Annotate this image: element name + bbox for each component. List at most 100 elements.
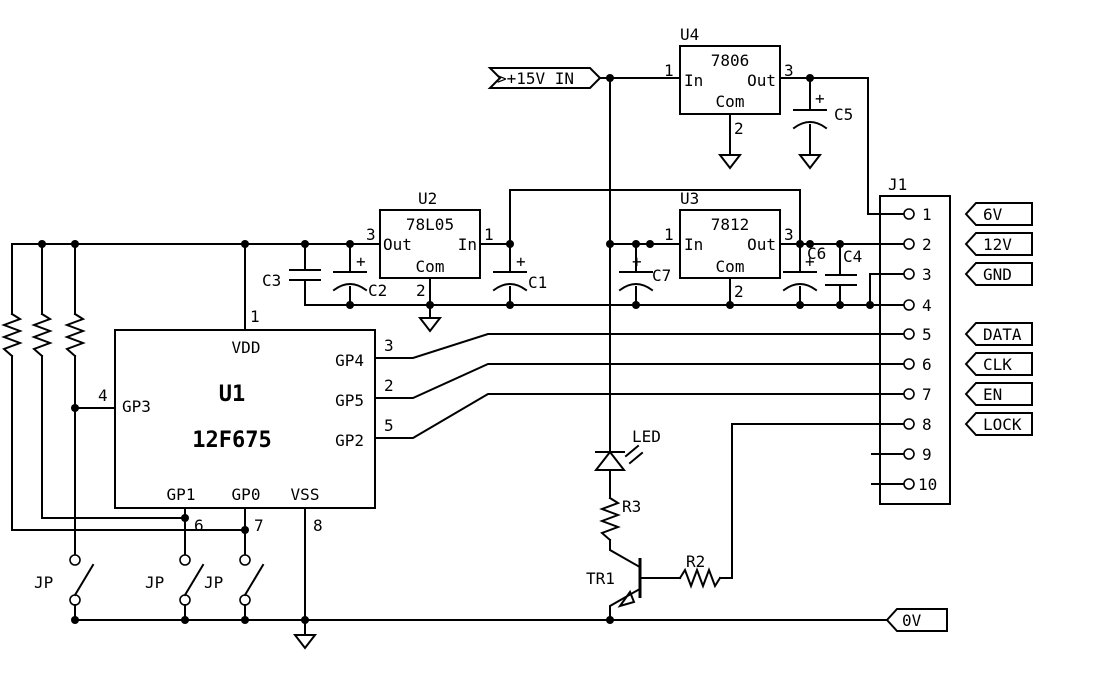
port-12v-label: 12V [983,235,1012,254]
c1-plus: + [516,252,526,271]
u1-pin-gp5: 2 [384,376,394,395]
j1-pin-number: 10 [918,475,937,494]
jumper-label: JP [204,573,223,592]
wire-12v-loop [509,189,801,245]
jumper-gp1[interactable]: JP [145,554,205,621]
wire-6v [779,77,906,215]
jumper-gp3[interactable]: JP [34,554,95,621]
u1-gp1-label: GP1 [167,485,196,504]
c6-plus: + [805,252,815,271]
u1-pin-vdd: 1 [250,307,260,326]
u3-com-label: Com [716,257,745,276]
r3-label: R3 [622,497,641,516]
port-lock: LOCK [964,412,1033,436]
port-12v: 12V [964,232,1033,256]
wire-gp1-pullup [41,355,186,519]
wire-clk [374,363,906,399]
j1-pin-number: 2 [922,235,932,254]
u3-out-label: Out [747,235,776,254]
resistor-pullup-gp0 [1,312,23,358]
wire-gp0-pullup [11,355,246,531]
c7-plus: + [632,252,642,271]
port-0v: 0V [885,608,948,632]
junction-dots [38,74,874,624]
c1-label: C1 [528,273,547,292]
u4-pin-out: 3 [784,61,794,80]
j1-pin-number: 6 [922,355,932,374]
u1-pin-vss: 8 [313,516,323,535]
regulator-u3: U3 7812 In Out Com 1 3 2 [664,189,794,301]
u4-pin-com: 2 [734,119,744,138]
c5-label: C5 [834,105,853,124]
c2-label: C2 [368,281,387,300]
capacitor-c4: C4 [825,247,862,286]
j1-pin [903,238,915,250]
u4-in-label: In [684,71,703,90]
port-gnd-label: GND [983,265,1012,284]
port-clk: CLK [964,352,1033,376]
wire-gnd-pin3 [869,273,906,306]
wire-u2-in [479,243,511,273]
capacitor-c2: + C2 [332,252,387,300]
u3-pin-out: 3 [784,225,794,244]
resistor-pullup-gp1 [31,312,53,358]
u1-pin-gp3: 4 [98,386,108,405]
c2-plus: + [356,252,366,271]
c4-label: C4 [843,247,862,266]
j1-pin [903,448,915,460]
regulator-u2: U2 78L05 Out In Com 3 1 2 [366,189,494,300]
wire-r3-collector [609,539,640,568]
microcontroller-u1: U1 12F675 VDD GP3 GP4 GP5 GP2 GP1 GP0 VS… [98,307,394,535]
u3-pin-in: 1 [664,225,674,244]
u1-gp5-label: GP5 [335,391,364,410]
port-gnd: GND [964,262,1033,286]
u4-ref: U4 [680,25,699,44]
j1-pin [903,418,915,430]
capacitor-c1: + C1 [492,252,547,292]
wire-data [374,333,906,359]
regulator-u4: U4 7806 In Out Com 1 3 2 [664,25,794,138]
j1-pin [903,358,915,370]
u4-out-label: Out [747,71,776,90]
u1-gp2-label: GP2 [335,431,364,450]
capacitor-c5: + C5 [792,89,853,130]
u2-com-label: Com [416,257,445,276]
j1-pin-number: 7 [922,385,932,404]
u3-part: 7812 [711,215,750,234]
port-6v-label: 6V [983,205,1003,224]
u3-in-label: In [684,235,703,254]
connector-j1: J1 1 2 3 4 5 6 7 8 9 10 [879,175,951,505]
u4-part: 7806 [711,51,750,70]
led: LED [593,427,661,471]
c7-label: C7 [652,266,671,285]
u1-gp3-label: GP3 [122,397,151,416]
u1-gp4-label: GP4 [335,351,364,370]
wire-lock [719,423,906,579]
u1-pin-gp4: 3 [384,336,394,355]
u2-in-label: In [458,235,477,254]
port-data-label: DATA [983,325,1022,344]
j1-pin-number: 9 [922,445,932,464]
u2-pin-in: 1 [484,225,494,244]
c6-label: C6 [807,244,826,263]
u1-pin-gp0: 7 [254,516,264,535]
tr1-label: TR1 [586,569,615,588]
jumper-label: JP [145,573,164,592]
j1-pin [903,478,915,490]
u1-pin-gp2: 5 [384,416,394,435]
j1-body [879,195,951,505]
ground-icon [797,154,823,170]
port-data: DATA [964,322,1033,346]
jumper-gp0[interactable]: JP [204,554,265,621]
u2-body [379,209,481,279]
j1-pin [903,299,915,311]
port-vin-label: >+15V IN [497,69,574,88]
j1-pin [903,328,915,340]
j1-pin [903,268,915,280]
capacitor-c6: + C6 [782,244,826,292]
u2-ref: U2 [418,189,437,208]
u1-gp0-label: GP0 [232,485,261,504]
port-0v-label: 0V [902,611,922,630]
u1-pin-gp1: 6 [194,516,204,535]
port-lock-label: LOCK [983,415,1022,434]
